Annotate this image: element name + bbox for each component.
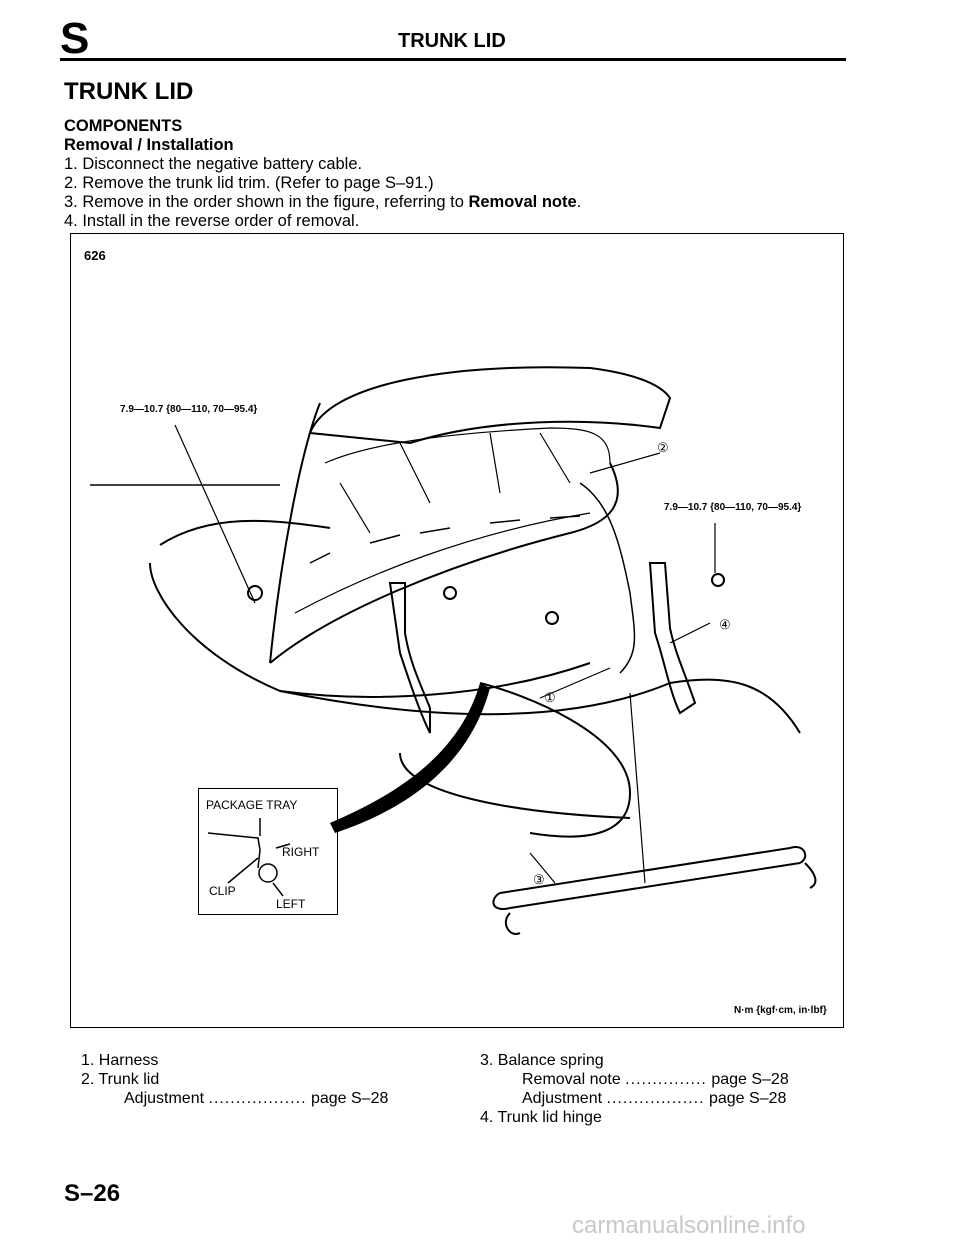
section-letter: S — [60, 14, 90, 63]
inset-clip-label: CLIP — [209, 884, 236, 898]
callout-1: ① — [544, 690, 556, 705]
inset-title: PACKAGE TRAY — [206, 798, 298, 812]
leader-dots: .................. — [606, 1090, 705, 1107]
section-title: TRUNK LID — [64, 78, 194, 105]
torque-spec-right: 7.9—10.7 {80—110, 70—95.4} — [664, 502, 802, 513]
legend-item-1: 1. Harness — [81, 1052, 159, 1069]
step-3: 3. Remove in the order shown in the figu… — [64, 193, 581, 212]
legend-page-ref: page S–28 — [711, 1071, 789, 1088]
page-number: S–26 — [64, 1180, 121, 1207]
leader-dots: ............... — [625, 1071, 707, 1088]
legend-item-3-sub1: Removal note ............... page S–28 — [522, 1070, 789, 1089]
legend-item-3: 3. Balance spring — [480, 1052, 604, 1069]
legend-adjustment-label: Adjustment — [522, 1090, 603, 1107]
legend-item-2-sub: Adjustment .................. page S–28 — [124, 1089, 388, 1108]
legend-item-2: 2. Trunk lid — [81, 1071, 160, 1088]
step-3-end: . — [576, 193, 582, 211]
legend-removal-note-label: Removal note — [522, 1071, 621, 1088]
figure-frame — [70, 233, 844, 1028]
leader-dots: .................. — [208, 1090, 307, 1107]
step-1: 1. Disconnect the negative battery cable… — [64, 155, 363, 173]
trunk-lid-illustration — [90, 366, 817, 935]
inset-right-label: RIGHT — [282, 845, 320, 859]
inset-left-label: LEFT — [276, 897, 306, 911]
procedure-heading: Removal / Installation — [64, 136, 234, 154]
step-3-text: 3. Remove in the order shown in the figu… — [64, 193, 469, 211]
legend-item-4: 4. Trunk lid hinge — [480, 1109, 602, 1126]
step-4: 4. Install in the reverse order of remov… — [64, 212, 360, 230]
torque-units-note: N·m {kgf·cm, in·lbf} — [734, 1005, 827, 1016]
components-heading: COMPONENTS — [64, 117, 183, 135]
step-2: 2. Remove the trunk lid trim. (Refer to … — [64, 174, 434, 192]
callout-4: ④ — [719, 617, 731, 632]
header-rule — [60, 58, 846, 61]
legend-item-3-sub2: Adjustment .................. page S–28 — [522, 1089, 786, 1108]
watermark: carmanualsonline.info — [572, 1212, 806, 1239]
legend-page-ref: page S–28 — [708, 1090, 787, 1107]
figure-model-id: 626 — [84, 248, 106, 263]
package-tray-inset — [198, 788, 338, 915]
inset-illustration — [207, 818, 291, 897]
removal-note-ref: Removal note — [468, 193, 577, 211]
callout-2: ② — [657, 440, 669, 455]
legend-adjustment-label: Adjustment — [124, 1090, 205, 1107]
torque-spec-left: 7.9—10.7 {80—110, 70—95.4} — [120, 404, 258, 415]
legend-page-ref: page S–28 — [310, 1090, 389, 1107]
page-header-title: TRUNK LID — [398, 30, 506, 52]
callout-3: ③ — [533, 872, 545, 887]
